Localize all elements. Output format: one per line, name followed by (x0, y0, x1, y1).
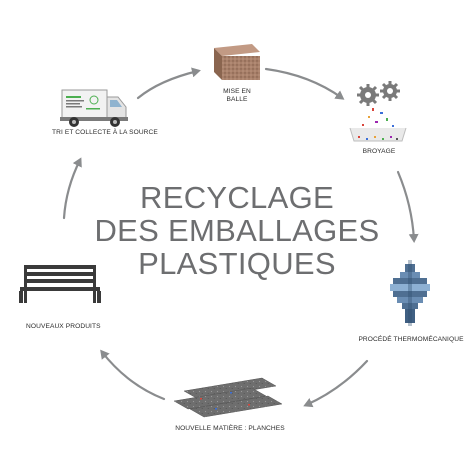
truck-icon (60, 89, 128, 127)
step-label-planks: NOUVELLE MATIÈRE : PLANCHES (175, 425, 285, 432)
diagram-title: RECYCLAGE DES EMBALLAGES PLASTIQUES (92, 181, 382, 280)
step-label-bale: MISE EN BALLE (212, 88, 262, 104)
arrow-grinding-to-thermo (396, 170, 419, 243)
arrow-thermo-to-planks (303, 359, 369, 408)
step-label-products: NOUVEAUX PRODUITS (26, 323, 101, 330)
step-label-grinding: BROYAGE (362, 148, 396, 155)
hay-bale-icon (214, 44, 260, 80)
arrow-collection-to-bale (136, 67, 201, 100)
cycle-arrows (62, 67, 419, 408)
title-line-1: RECYCLAGE (140, 180, 334, 215)
title-line-3: PLASTIQUES (138, 246, 336, 281)
arrow-planks-to-products (100, 349, 166, 401)
step-label-thermo: PROCÉDÉ THERMOMÉCANIQUE (358, 336, 464, 343)
step-label-collection: TRI ET COLLECTE À LA SOURCE (52, 129, 158, 136)
arrow-products-to-collection (62, 157, 82, 220)
bale-label-line-2: BALLE (226, 96, 248, 103)
extruder-icon (390, 260, 430, 326)
gears-shredder-icon (349, 81, 407, 142)
title-line-2: DES EMBALLAGES (94, 213, 380, 248)
planks-icon (173, 377, 283, 418)
bale-label-line-1: MISE EN (223, 88, 251, 95)
bench-icon (19, 265, 101, 303)
arrow-bale-to-grinding (264, 67, 345, 100)
